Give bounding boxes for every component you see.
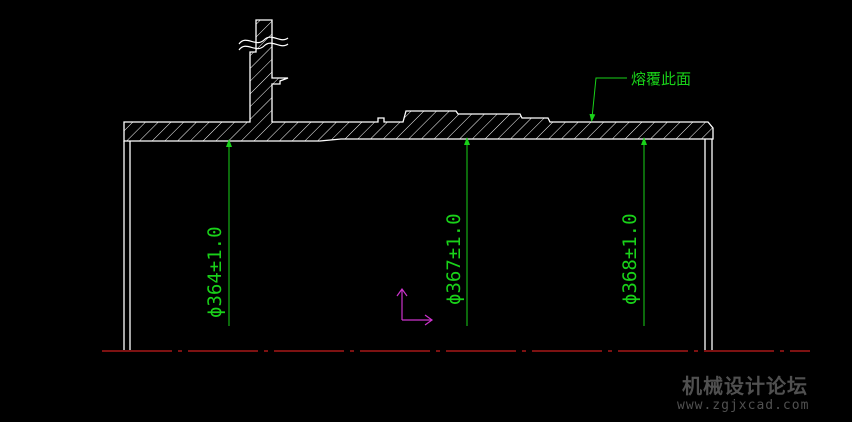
watermark-url: www.zgjxcad.com — [677, 398, 810, 413]
ucs-axis-icon — [396, 287, 434, 326]
break-symbol-icon — [238, 36, 289, 51]
shell-section — [123, 19, 714, 142]
note-leader — [589, 77, 627, 122]
dimension-label-1: ϕ364±1.0 — [204, 226, 226, 318]
dimension-label-3: ϕ368±1.0 — [619, 213, 641, 305]
dimension-label-2: ϕ367±1.0 — [443, 213, 465, 305]
surface-note: 熔覆此面 — [631, 70, 691, 88]
bore-outline — [123, 139, 713, 350]
watermark-title: 机械设计论坛 — [682, 374, 808, 398]
